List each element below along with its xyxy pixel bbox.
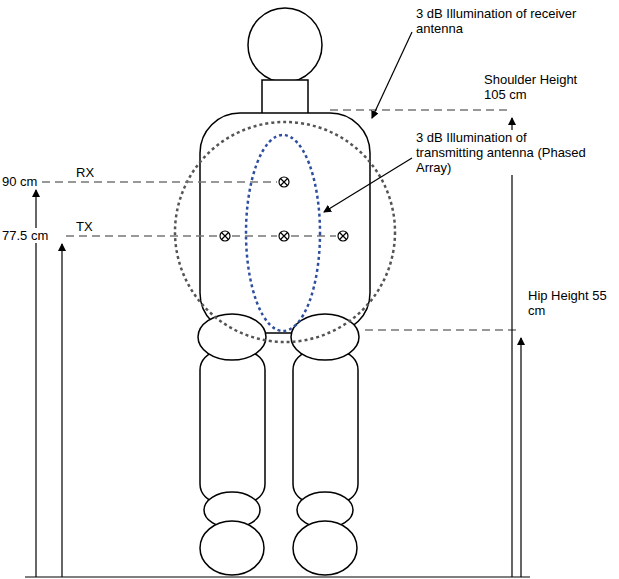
antenna-element [220, 231, 230, 241]
dimension-arrow [61, 244, 62, 577]
dimension-label: 90 cm [0, 174, 39, 189]
shoulder-line [330, 109, 512, 110]
head [248, 8, 322, 82]
right-foot [293, 521, 357, 575]
left-knee [198, 314, 266, 360]
tx-height-line [66, 235, 218, 236]
neck [262, 80, 308, 115]
dimension-label: Shoulder Height 105 cm [482, 72, 596, 102]
leader-arrow [324, 158, 412, 212]
antenna-label: RX [74, 165, 96, 180]
callout-label: 3 dB Illumination of transmitting antenn… [414, 130, 593, 175]
hip-line [365, 329, 521, 330]
receiver-beam [175, 122, 395, 342]
tx-height-line [291, 235, 336, 236]
antenna-element [340, 233, 347, 240]
dimension-label: Hip Height 55 cm [526, 288, 610, 318]
dimension-arrow [35, 190, 36, 577]
antenna-element [222, 233, 229, 240]
transmitter-beam [246, 135, 320, 331]
antenna-element [279, 177, 289, 187]
dimension-label: 77.5 cm [0, 228, 50, 243]
dimension-arrow [511, 118, 512, 577]
left-foot [200, 521, 264, 575]
leader-arrow [372, 32, 412, 118]
antenna-element [281, 233, 288, 240]
rx-height-line [42, 181, 277, 182]
antenna-element [338, 231, 348, 241]
left-leg [200, 352, 265, 502]
antenna-element [279, 231, 289, 241]
right-leg [293, 352, 358, 502]
antenna-element [281, 179, 288, 186]
torso [200, 113, 370, 333]
dimension-arrow [520, 338, 521, 577]
ground-line [25, 576, 530, 577]
callout-label: 3 dB Illumination of receiver antenna [414, 6, 583, 36]
tx-height-line [232, 235, 277, 236]
antenna-label: TX [74, 219, 95, 234]
